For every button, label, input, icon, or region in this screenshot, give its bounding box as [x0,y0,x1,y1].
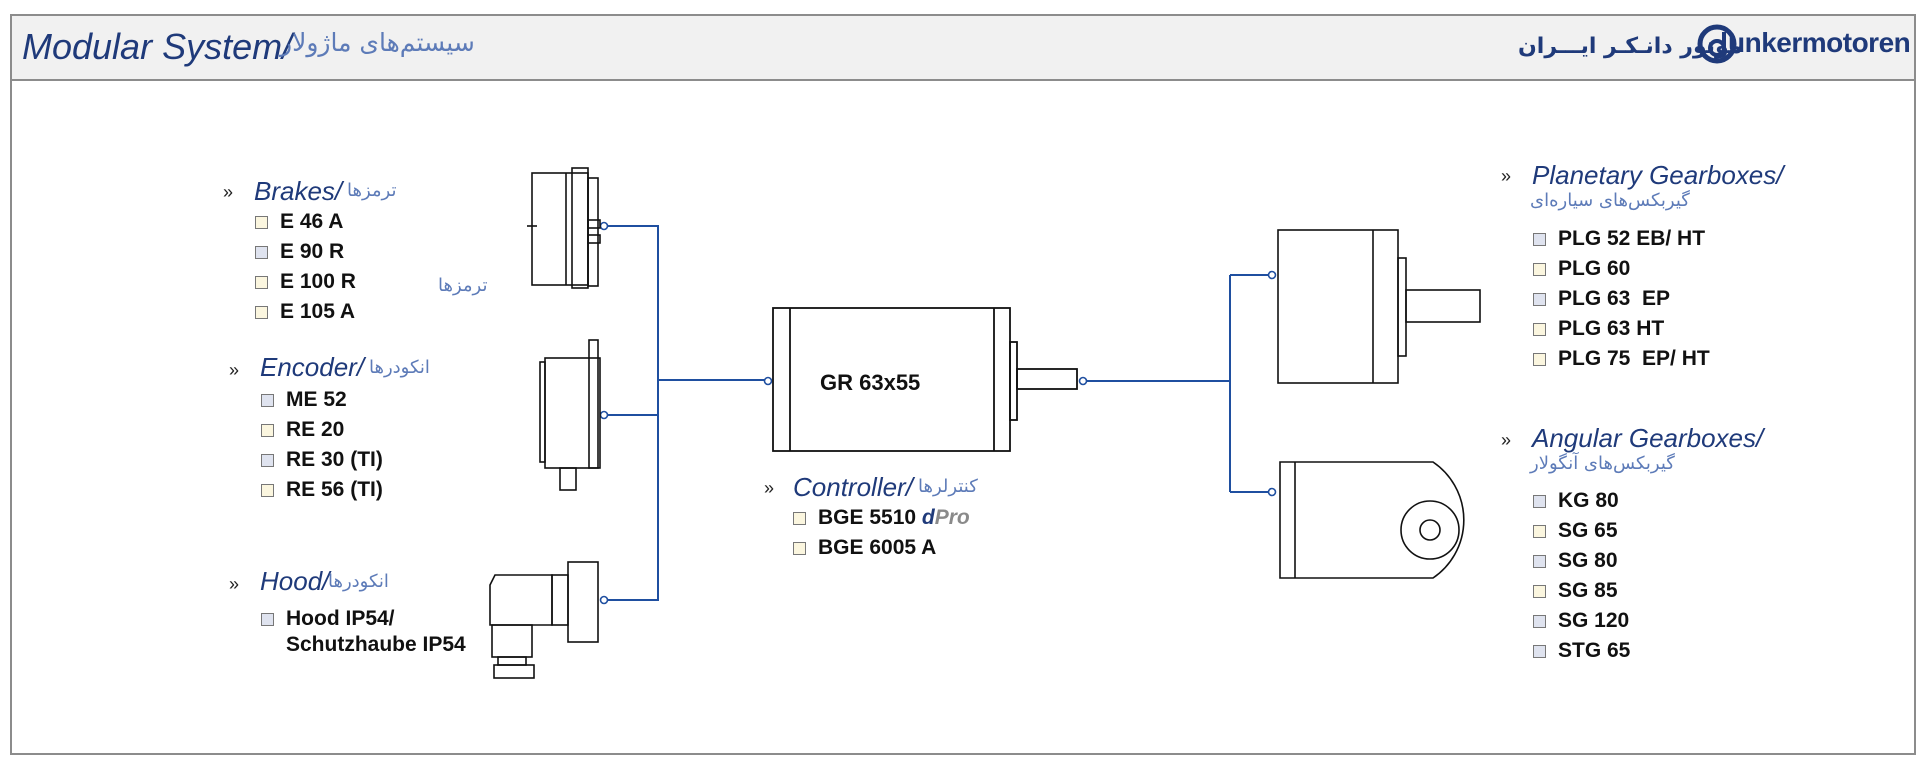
page-title-persian: سیستم‌های ماژولار [280,28,475,57]
motor-left-node [763,376,773,386]
checkbox-icon[interactable] [1533,322,1546,336]
checkbox-icon[interactable] [255,275,268,289]
brake-item[interactable]: E 90 R [255,240,344,264]
planetary-item[interactable]: PLG 60 [1533,257,1630,281]
encoder-item[interactable]: RE 30 (TI) [261,448,383,472]
angular-title: Angular Gearboxes/ [1532,423,1764,453]
dpro-pro: Pro [934,506,970,529]
brake-item[interactable]: E 100 R [255,270,356,294]
brake-drawing [527,167,601,289]
angular-item[interactable]: SG 80 [1533,549,1618,573]
checkbox-icon[interactable] [1533,262,1546,276]
planetary-gearbox-drawing [1277,229,1481,384]
angular-chevron-icon: » [1501,430,1512,450]
encoder-title-persian: انکودرها [369,357,430,378]
checkbox-icon[interactable] [1533,232,1546,246]
planetary-chevron-icon: » [1501,166,1512,186]
motor-label: GR 63x55 [820,370,921,395]
encoder-item[interactable]: RE 20 [261,418,344,442]
brakes-side-label: ترمزها [438,275,488,296]
controller-title: Controller/ [793,472,913,502]
brakes-chevron-icon: » [223,182,234,202]
planetary-item[interactable]: PLG 75 EP/ HT [1533,347,1710,371]
checkbox-icon[interactable] [261,393,274,407]
motor-drawing [772,307,1078,452]
hood-item[interactable]: Hood IP54/ [261,607,395,631]
checkbox-icon[interactable] [1533,584,1546,598]
planetary-title: Planetary Gearboxes/ [1532,160,1784,190]
checkbox-icon[interactable] [261,483,274,497]
planetary-item[interactable]: PLG 52 EB/ HT [1533,227,1705,251]
brand-name: unkermotoren [1728,27,1911,58]
brakes-title-persian: ترمزها [347,180,397,201]
brake-item[interactable]: E 105 A [255,300,355,324]
hood-node [599,595,609,605]
checkbox-icon[interactable] [255,305,268,319]
dunker-logo-icon [1697,24,1737,64]
hood-chevron-icon: » [229,574,240,594]
checkbox-icon[interactable] [1533,494,1546,508]
hood-drawing [489,561,599,679]
checkbox-icon[interactable] [1533,554,1546,568]
angular-title-persian: گیربکس‌های آنگولار [1530,453,1675,474]
connector-lines [606,225,1272,601]
encoder-title: Encoder/ [260,352,365,382]
hood-title-persian: انکودرها [328,571,389,592]
encoder-drawing [539,339,601,491]
controller-title-persian: کنترلرها [918,476,978,497]
page-title: Modular System/ [22,26,293,67]
planetary-item[interactable]: PLG 63 EP [1533,287,1670,311]
encoder-item[interactable]: RE 56 (TI) [261,478,383,502]
encoder-node [599,410,609,420]
angular-item[interactable]: STG 65 [1533,639,1630,663]
angular-item[interactable]: SG 120 [1533,609,1629,633]
hood-item-continued: Schutzhaube IP54 [286,633,466,656]
checkbox-icon[interactable] [1533,614,1546,628]
brake-item[interactable]: E 46 A [255,210,343,234]
controller-chevron-icon: » [764,478,775,498]
checkbox-icon[interactable] [255,245,268,259]
motor-right-node [1078,376,1088,386]
angular-item[interactable]: KG 80 [1533,489,1619,513]
planetary-item[interactable]: PLG 63 HT [1533,317,1664,341]
checkbox-icon[interactable] [1533,644,1546,658]
controller-item[interactable]: BGE 6005 A [793,536,936,560]
checkbox-icon[interactable] [261,612,274,626]
checkbox-icon[interactable] [1533,524,1546,538]
checkbox-icon[interactable] [261,423,274,437]
header-bar: Modular System/ سیستم‌های ماژولار موتور … [12,16,1914,81]
hood-title: Hood/ [260,566,330,596]
checkbox-icon[interactable] [1533,292,1546,306]
diagram-frame [10,14,1916,755]
planetary-title-persian: گیربکس‌های سیاره‌ای [1530,190,1690,211]
checkbox-icon[interactable] [793,541,806,555]
checkbox-icon[interactable] [255,215,268,229]
angular-node [1267,487,1277,497]
encoder-item[interactable]: ME 52 [261,388,347,412]
checkbox-icon[interactable] [1533,352,1546,366]
brake-connector-line [606,225,659,380]
brakes-title: Brakes/ [254,176,343,206]
checkbox-icon[interactable] [793,511,806,525]
hood-connector-line [606,380,659,601]
connector-nodes [599,221,1277,605]
angular-gearbox-drawing [1279,461,1465,579]
angular-item[interactable]: SG 65 [1533,519,1618,543]
planetary-node [1267,270,1277,280]
checkbox-icon[interactable] [261,453,274,467]
encoder-chevron-icon: » [229,360,240,380]
brake-node [599,221,609,231]
dpro-d: d [921,506,935,529]
angular-item[interactable]: SG 85 [1533,579,1618,603]
